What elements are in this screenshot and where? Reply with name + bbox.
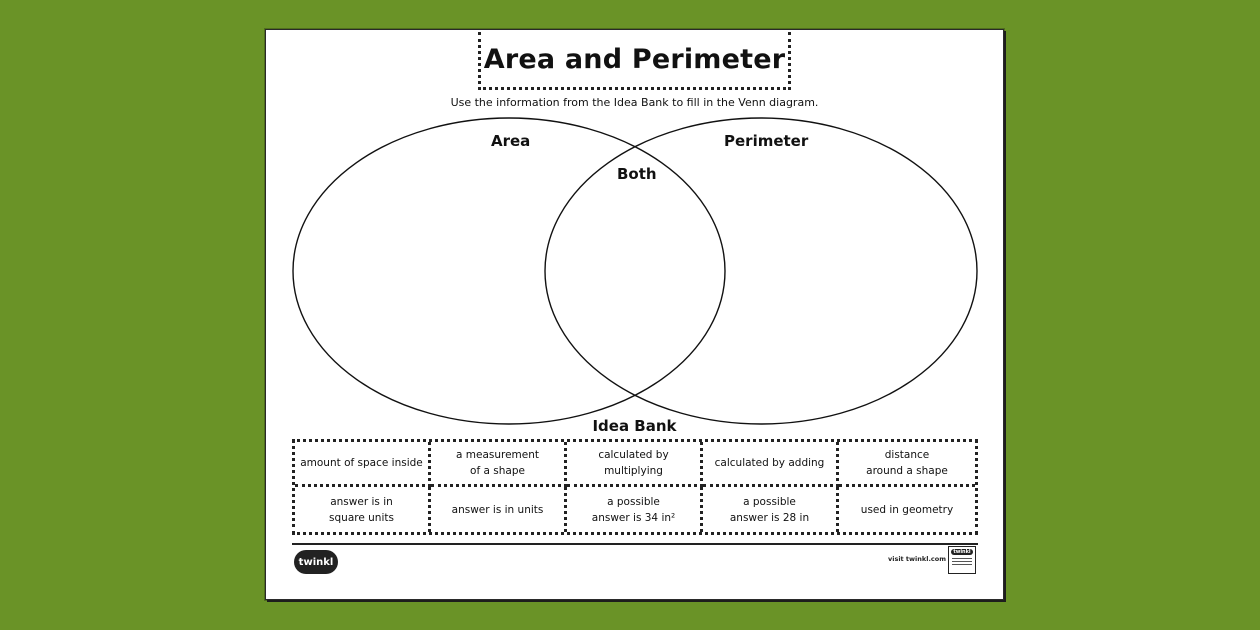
venn-label-perimeter: Perimeter xyxy=(724,132,809,150)
badge-lines xyxy=(952,558,972,567)
logo-text: twinkl xyxy=(298,556,334,568)
idea-bank-cell: used in geometry xyxy=(860,503,954,516)
badge-text: twinkl xyxy=(951,549,973,555)
worksheet-title: Area and Perimeter xyxy=(483,44,786,75)
idea-bank-cell: calculated by adding xyxy=(703,442,839,487)
venn-circle-area xyxy=(292,117,726,425)
visit-link-text: visit twinkl.com xyxy=(888,555,947,563)
venn-label-area: Area xyxy=(491,132,531,150)
idea-bank-cell: amount of space inside xyxy=(295,442,431,487)
quality-badge-icon: twinkl xyxy=(948,546,976,574)
worksheet-instruction: Use the information from the Idea Bank t… xyxy=(450,96,819,109)
venn-circle-perimeter xyxy=(544,117,978,425)
idea-bank-title: Idea Bank xyxy=(592,417,677,435)
venn-label-both: Both xyxy=(617,165,657,183)
venn-diagram xyxy=(292,117,978,425)
twinkl-logo-icon: twinkl xyxy=(294,550,338,574)
title-frame: Area and Perimeter xyxy=(478,32,791,90)
idea-bank-cell: answer is in units xyxy=(431,487,567,532)
footer-divider xyxy=(292,543,978,545)
worksheet: Area and Perimeter Use the information f… xyxy=(265,29,1004,600)
